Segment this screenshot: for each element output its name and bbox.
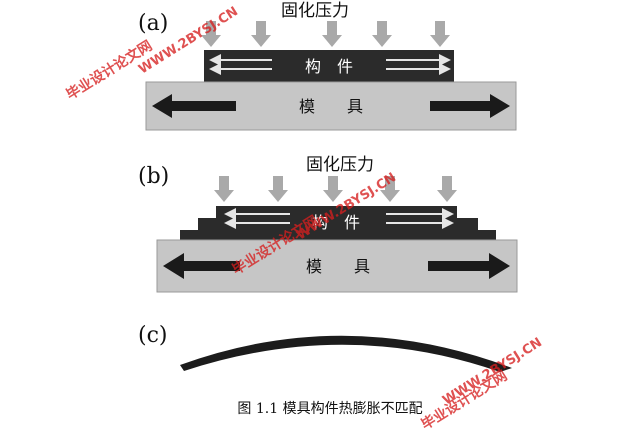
mold-arrow-left-icon	[152, 94, 236, 118]
panel-a-part	[204, 50, 454, 82]
mold-arrow-right-icon	[430, 94, 510, 118]
panel-a-part-label: 构 件	[305, 57, 353, 76]
panel-a-pressure-arrows	[201, 21, 450, 47]
panel-c: (c)	[138, 323, 512, 372]
panel-b-label: (b)	[138, 164, 169, 189]
pressure-arrow-icon	[201, 21, 221, 47]
panel-b-pressure-arrows	[214, 176, 457, 202]
pressure-arrow-icon	[214, 176, 234, 202]
pressure-arrow-icon	[372, 21, 392, 47]
panel-c-label: (c)	[138, 323, 168, 348]
panel-a-mold-label: 模 具	[299, 97, 363, 116]
panel-a-pressure-label: 固化压力	[281, 1, 349, 21]
pressure-arrow-icon	[430, 21, 450, 47]
pressure-arrow-icon	[251, 21, 271, 47]
panel-c-warped-part	[180, 335, 512, 372]
panel-b-part-label: 构 件	[312, 213, 360, 232]
watermark-text: WWW.2BYSJ.CN	[440, 335, 545, 408]
mold-arrow-right-icon	[428, 253, 510, 279]
panel-a: (a) 固化压力 构 件 模 具	[138, 1, 517, 131]
pressure-arrow-icon	[268, 176, 288, 202]
pressure-arrow-icon	[323, 176, 343, 202]
panel-a-label: (a)	[138, 11, 168, 36]
pressure-arrow-icon	[437, 176, 457, 202]
panel-b-part-arrows	[224, 208, 454, 229]
mold-arrow-left-icon	[163, 253, 240, 279]
pressure-arrow-icon	[380, 176, 400, 202]
figure-caption: 图 1.1 模具构件热膨胀不匹配	[237, 400, 422, 417]
panel-a-part-arrows	[209, 54, 451, 75]
pressure-arrow-icon	[322, 21, 342, 47]
panel-b-mold-label: 模 具	[306, 257, 370, 276]
panel-b-pressure-label: 固化压力	[306, 155, 374, 175]
panel-b: (b) 固化压力 构 件 模 具	[138, 155, 518, 293]
